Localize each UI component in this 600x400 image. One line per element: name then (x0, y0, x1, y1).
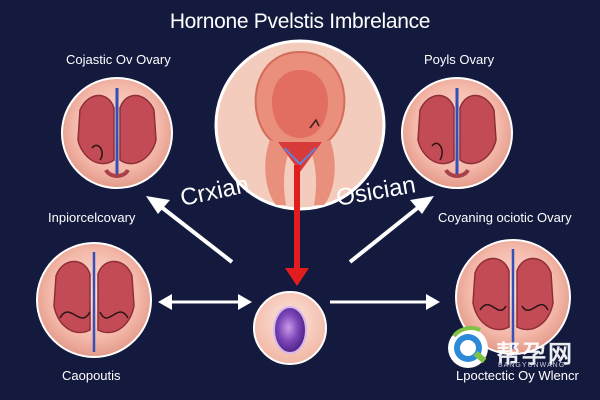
bottom-right-ovary-illustration (455, 239, 571, 355)
watermark-logo-icon (448, 326, 488, 368)
center-uterus-illustration (214, 39, 386, 211)
bottom-left-ovary-illustration (36, 242, 152, 358)
label-bottom-right: Lpoctectic Oy Wlencr (456, 368, 579, 383)
top-right-ovary-illustration (401, 77, 513, 189)
label-left-middle: Inpiorcelcovary (48, 210, 136, 225)
center-cell-illustration (253, 291, 327, 365)
red-down-arrow (285, 165, 309, 286)
label-bottom-left: Caopoutis (62, 368, 121, 383)
watermark-text: 帮孕网 (496, 341, 574, 368)
left-double-arrow (158, 294, 252, 310)
label-top-right: Poyls Ovary (424, 52, 495, 67)
label-right-middle: Coyaning ociotic Ovary (438, 210, 572, 225)
right-diagonal-arrow (348, 196, 434, 264)
top-left-ovary-illustration (61, 77, 173, 189)
diagram-title: Hornone Pvelstis Imbrelance (169, 10, 431, 33)
label-top-left: Cojastic Ov Ovary (66, 52, 171, 67)
left-diagonal-arrow (146, 196, 234, 264)
watermark-subtext: BANGYUNWANG (498, 362, 566, 369)
right-single-arrow (330, 294, 440, 310)
